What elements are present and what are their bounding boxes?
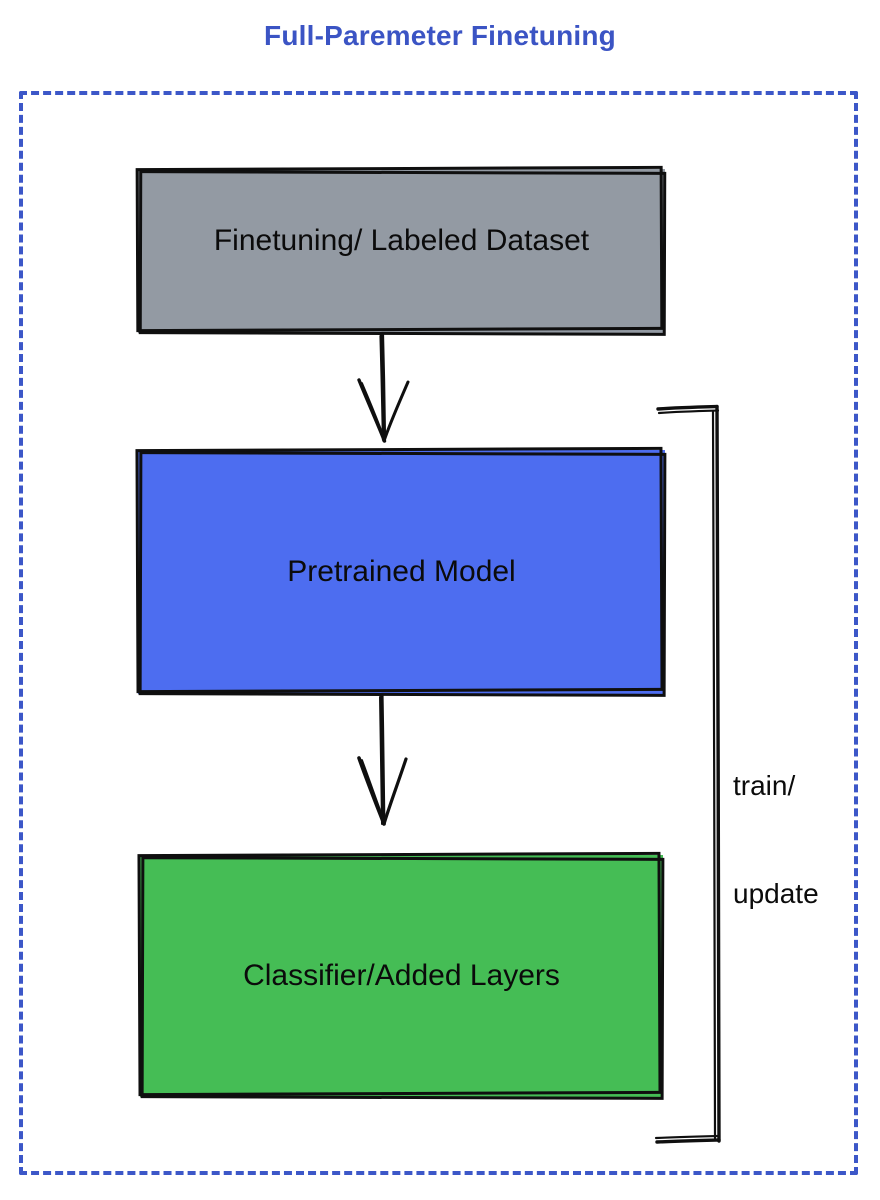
edge-label-train-update: train/ update [733,696,873,984]
node-dataset-label: Finetuning/ Labeled Dataset [213,224,590,258]
arrow-down-icon-dataset-to-pretrained [357,333,410,443]
edge-label-train-update-line2: update [733,878,819,909]
node-dataset[interactable]: Finetuning/ Labeled Dataset [135,165,667,336]
node-dataset-fill [138,169,665,333]
node-classifier-added-layers-label: Classifier/Added Layers [243,959,560,992]
node-pretrained-model[interactable]: Pretrained Model [135,446,667,697]
node-pretrained-model-label: Pretrained Model [287,555,516,588]
node-classifier-added-layers-fill [140,855,663,1097]
node-classifier-added-layers[interactable]: Classifier/Added Layers [137,851,665,1100]
arrow-down-icon-pretrained-to-classifier [357,694,408,826]
loop-bracket-icon-train-update [654,404,721,1144]
edge-label-train-update-line1: train/ [733,770,796,801]
node-pretrained-model-fill [138,450,665,694]
page-title: Full-Paremeter Finetuning [264,20,616,51]
